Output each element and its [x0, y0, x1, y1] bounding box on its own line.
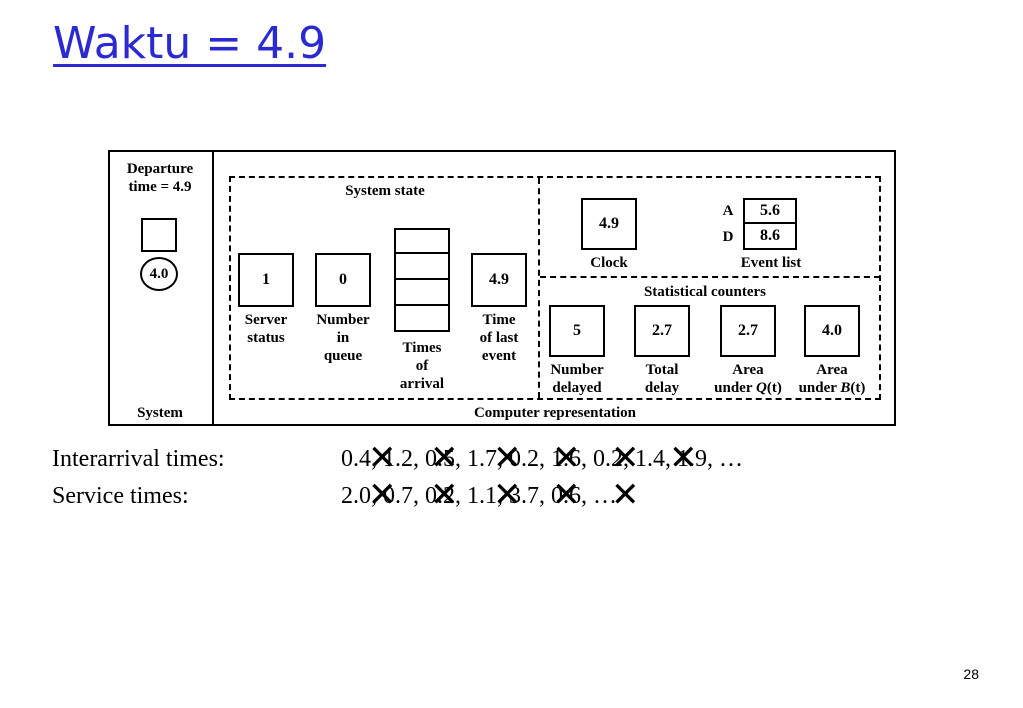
arrival-cell	[396, 254, 448, 280]
server-square	[141, 218, 177, 252]
departure-line-2: time = 4.9	[128, 179, 192, 195]
page-number: 28	[963, 666, 979, 682]
arrival-cell	[396, 306, 448, 330]
system-state-heading: System state	[345, 183, 425, 199]
computer-representation-label: Computer representation	[473, 405, 637, 421]
area-q-symbol: Q	[755, 380, 767, 396]
queue-label-1: Number	[316, 312, 370, 328]
arrival-label-2: of	[415, 358, 429, 374]
cross-mark-icon: ✕	[493, 475, 522, 515]
server-status-value: 1	[262, 271, 270, 288]
event-key-a: A	[722, 203, 734, 219]
service-values: 2.0, 0.7, 0.2, 1.1, 3.7, 0.6, …	[341, 483, 617, 509]
service-label: Service times:	[52, 483, 189, 509]
area-b-box: 4.0	[804, 305, 860, 357]
cross-mark-icon: ✕	[552, 438, 581, 478]
area-q-pre: under	[714, 380, 756, 396]
queue-count-label: Number in queue	[303, 311, 383, 365]
interarrival-label: Interarrival times:	[52, 446, 225, 472]
event-time-a: 5.6	[745, 200, 795, 224]
queue-count-box: 0	[315, 253, 371, 307]
slide-title: Waktu = 4.9	[53, 18, 327, 69]
event-key-d: D	[722, 229, 734, 245]
customer-circle: 4.0	[140, 257, 178, 291]
queue-label-2: in	[336, 330, 350, 346]
number-delayed-label: Number delayed	[537, 361, 617, 397]
last-event-label: Time of last event	[459, 311, 539, 365]
departure-line-1: Departure	[126, 161, 194, 177]
last-event-box: 4.9	[471, 253, 527, 307]
arrival-times-stack	[394, 228, 450, 332]
area-b-symbol: B	[840, 380, 851, 396]
system-label: System	[137, 405, 183, 421]
number-delayed-box: 5	[549, 305, 605, 357]
total-delay-label-1: Total	[645, 362, 679, 378]
cross-mark-icon: ✕	[552, 475, 581, 515]
computer-representation-box	[229, 176, 881, 400]
queue-count-value: 0	[339, 271, 347, 288]
arrival-cell	[396, 230, 448, 254]
cross-mark-icon: ✕	[430, 475, 459, 515]
event-time-d: 8.6	[745, 224, 795, 248]
cross-mark-icon: ✕	[669, 438, 698, 478]
cross-mark-icon: ✕	[368, 475, 397, 515]
event-list-label: Event list	[740, 255, 802, 271]
counters-divider	[540, 276, 880, 278]
departure-label: Departure time = 4.9	[108, 160, 212, 196]
area-b-value: 4.0	[822, 322, 842, 339]
diagram-frame	[108, 150, 896, 426]
system-divider	[212, 151, 214, 425]
interarrival-values: 0.4, 1.2, 0.5, 1.7, 0.2, 1.6, 0.2, 1.4, …	[341, 446, 743, 472]
clock-value: 4.9	[599, 215, 619, 232]
event-list-box: 5.6 8.6	[743, 198, 797, 250]
number-delayed-label-2: delayed	[552, 380, 602, 396]
queue-label-3: queue	[323, 348, 363, 364]
area-q-value: 2.7	[738, 322, 758, 339]
cross-mark-icon: ✕	[611, 438, 640, 478]
total-delay-label: Total delay	[622, 361, 702, 397]
area-b-pre: under	[798, 380, 841, 396]
statistical-counters-heading: Statistical counters	[643, 284, 767, 300]
arrival-times-label: Times of arrival	[382, 339, 462, 393]
server-status-label: Server status	[226, 311, 306, 347]
area-q-post: (t)	[766, 380, 782, 396]
area-q-box: 2.7	[720, 305, 776, 357]
number-delayed-label-1: Number	[550, 362, 604, 378]
total-delay-label-2: delay	[644, 380, 680, 396]
last-event-label-3: event	[481, 348, 517, 364]
area-q-label-2: under Q(t)	[703, 379, 793, 397]
state-divider	[538, 178, 540, 398]
last-event-label-2: of last	[479, 330, 519, 346]
clock-label: Clock	[590, 255, 628, 271]
cross-mark-icon: ✕	[430, 438, 459, 478]
server-status-label-1: Server	[244, 312, 288, 328]
server-status-box: 1	[238, 253, 294, 307]
cross-mark-icon: ✕	[368, 438, 397, 478]
area-b-post: (t)	[850, 380, 866, 396]
total-delay-box: 2.7	[634, 305, 690, 357]
area-b-label-1: Area	[816, 362, 848, 378]
event-time-a-value: 5.6	[760, 202, 780, 219]
total-delay-value: 2.7	[652, 322, 672, 339]
customer-circle-value: 4.0	[149, 265, 169, 282]
last-event-value: 4.9	[489, 271, 509, 288]
area-b-label-2: under B(t)	[787, 379, 877, 397]
event-time-d-value: 8.6	[760, 227, 780, 244]
area-q-label-1: Area	[732, 362, 764, 378]
cross-mark-icon: ✕	[611, 475, 640, 515]
area-b-label: Area under B(t)	[787, 361, 877, 397]
area-q-label: Area under Q(t)	[703, 361, 793, 397]
last-event-label-1: Time	[482, 312, 516, 328]
arrival-label-1: Times	[402, 340, 442, 356]
arrival-label-3: arrival	[399, 376, 445, 392]
number-delayed-value: 5	[573, 322, 581, 339]
server-status-label-2: status	[247, 330, 285, 346]
cross-mark-icon: ✕	[493, 438, 522, 478]
clock-box: 4.9	[581, 198, 637, 250]
arrival-cell	[396, 280, 448, 306]
